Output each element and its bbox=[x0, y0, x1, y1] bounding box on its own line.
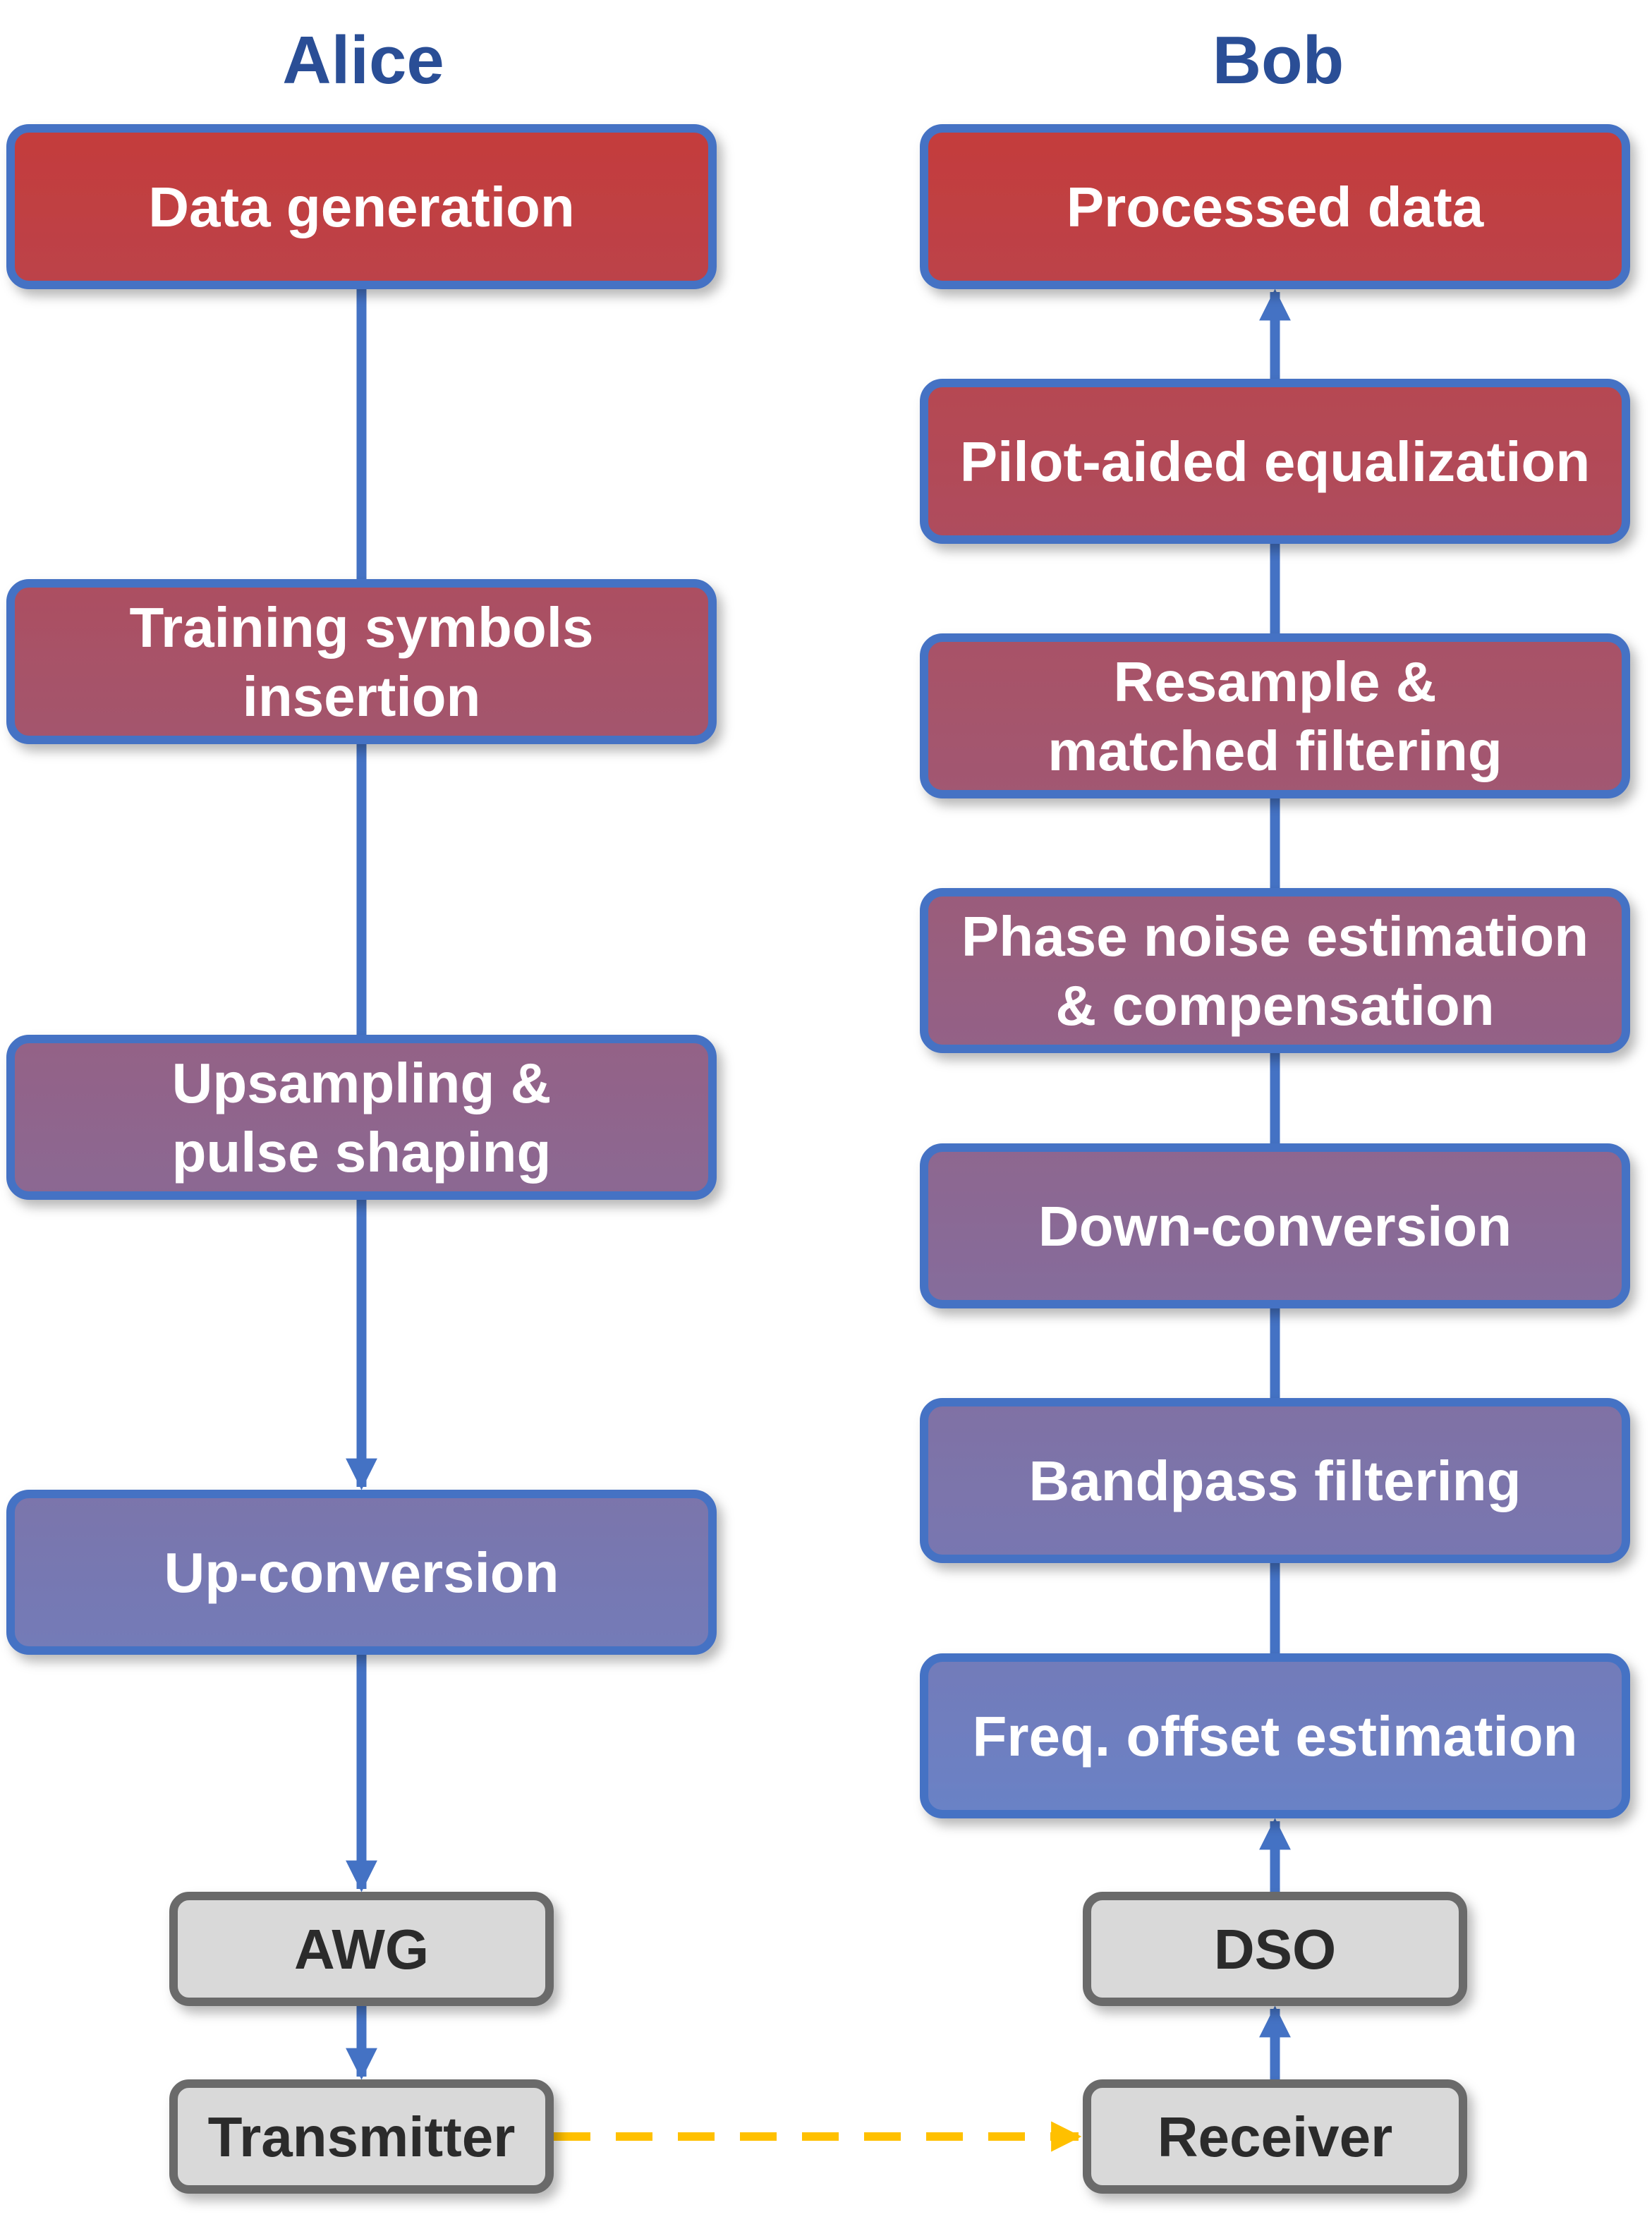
bob-block-1-box bbox=[920, 124, 1630, 289]
transmitter-device-box bbox=[169, 2079, 554, 2194]
alice-title: Alice bbox=[282, 23, 444, 98]
column-titles: Alice Bob bbox=[282, 23, 1344, 98]
bob-block-1-label-line-1: Processed data bbox=[1067, 176, 1484, 238]
bob-block-5: Down-conversion bbox=[920, 1143, 1630, 1308]
alice-block-1-label-line-1: Data generation bbox=[148, 176, 575, 238]
awg-device-box bbox=[169, 1892, 554, 2006]
bob-block-3-label-line-1: Resample & bbox=[1114, 650, 1437, 713]
connectors bbox=[346, 285, 1291, 2152]
receiver-device: Receiver bbox=[1083, 2079, 1467, 2194]
alice-block-2-box bbox=[6, 579, 717, 744]
bob-block-6-label-line-1: Bandpass filtering bbox=[1029, 1450, 1522, 1512]
dso-device: DSO bbox=[1083, 1892, 1467, 2006]
bob-block-4: Phase noise estimation& compensation bbox=[920, 888, 1630, 1053]
bob-block-7-box bbox=[920, 1653, 1630, 1818]
bob-block-5-label-line-1: Down-conversion bbox=[1038, 1195, 1512, 1258]
bob-block-4-box bbox=[920, 888, 1630, 1053]
bob-block-3-label-line-2: matched filtering bbox=[1047, 719, 1502, 782]
awg-device: AWG bbox=[169, 1892, 554, 2006]
alice-block-1-box bbox=[6, 124, 717, 289]
bob-block-2-label-line-1: Pilot-aided equalization bbox=[960, 430, 1590, 493]
bob-title: Bob bbox=[1213, 23, 1344, 98]
alice-block-3: Upsampling & pulse shaping bbox=[6, 1035, 717, 1200]
bob-block-7-label-line-1: Freq. offset estimation bbox=[973, 1705, 1578, 1768]
transmitter-device-label: Transmitter bbox=[208, 2105, 516, 2168]
bob-block-5-box bbox=[920, 1143, 1630, 1308]
receiver-device-label: Receiver bbox=[1158, 2105, 1393, 2168]
bob-block-2-box bbox=[920, 379, 1630, 544]
alice-block-3-box bbox=[6, 1035, 717, 1200]
alice-block-3-label-line-1: Upsampling & bbox=[172, 1052, 552, 1114]
bob-block-4-label-line-1: Phase noise estimation bbox=[961, 905, 1589, 968]
bob-block-4-label-line-2: & compensation bbox=[1055, 974, 1494, 1037]
bob-block-6: Bandpass filtering bbox=[920, 1398, 1630, 1563]
alice-block-4: Up-conversion bbox=[6, 1490, 717, 1655]
bob-block-3-box bbox=[920, 633, 1630, 798]
bob-block-2: Pilot-aided equalization bbox=[920, 379, 1630, 544]
awg-device-label: AWG bbox=[294, 1918, 429, 1981]
alice-block-2-label-line-2: insertion bbox=[243, 665, 481, 728]
receiver-device-box bbox=[1083, 2079, 1467, 2194]
bob-block-6-box bbox=[920, 1398, 1630, 1563]
dso-device-box bbox=[1083, 1892, 1467, 2006]
alice-block-1: Data generation bbox=[6, 124, 717, 289]
bob-block-3: Resample &matched filtering bbox=[920, 633, 1630, 798]
bob-block-1: Processed data bbox=[920, 124, 1630, 289]
alice-block-3-label-line-2: pulse shaping bbox=[172, 1121, 552, 1184]
alice-block-4-label-line-1: Up-conversion bbox=[164, 1541, 559, 1604]
dso-device-label: DSO bbox=[1214, 1918, 1336, 1981]
alice-block-4-box bbox=[6, 1490, 717, 1655]
alice-block-2-label-line-1: Training symbols bbox=[130, 596, 594, 659]
bob-block-7: Freq. offset estimation bbox=[920, 1653, 1630, 1818]
transmitter-device: Transmitter bbox=[169, 2079, 554, 2194]
